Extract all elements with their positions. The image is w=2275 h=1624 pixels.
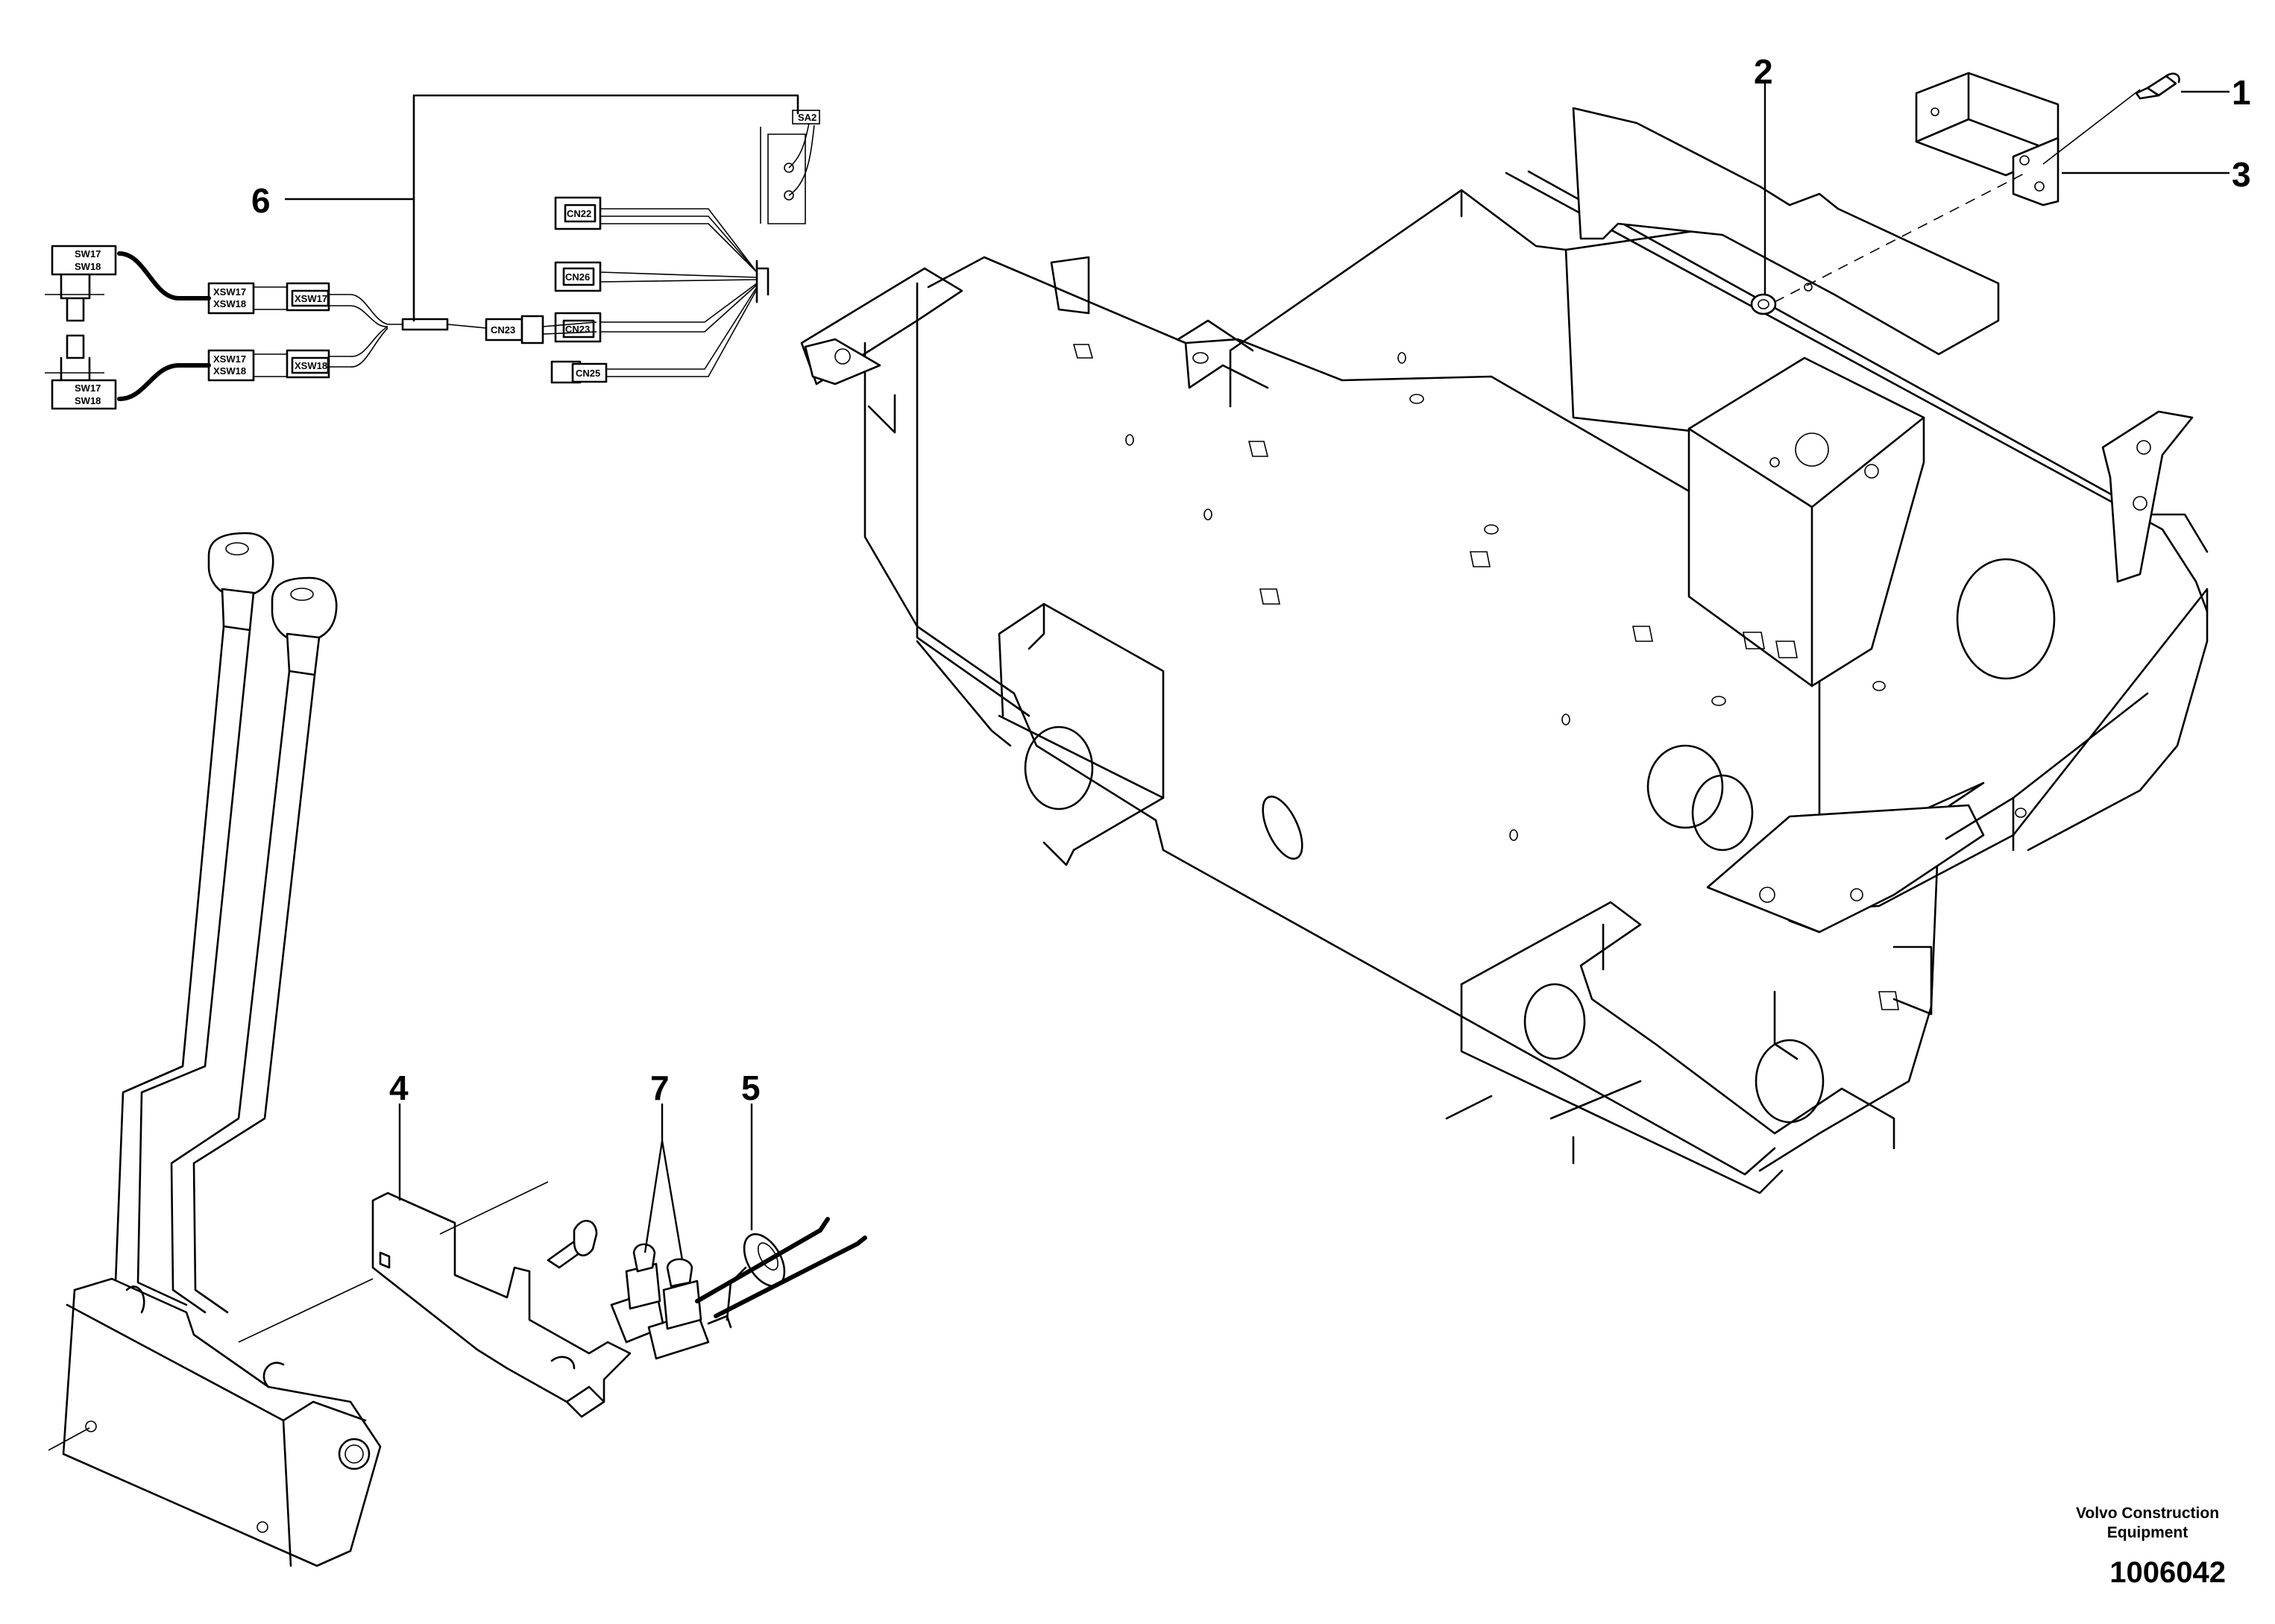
publisher-line-1: Volvo Construction (2076, 1505, 2219, 1522)
callout-numbers: 6 2 1 3 4 7 5 (251, 52, 2251, 1107)
switch-sw-lower: SW17 SW18 (45, 334, 117, 410)
wiring-harness: SA2 CN22 CN26 CN23 CN25 (45, 94, 820, 410)
bracket-plate-item-4 (371, 1192, 632, 1418)
switch-item-7-left (610, 1243, 665, 1344)
cn22-label: CN22 (567, 208, 591, 219)
connector-cn23-right: CN23 (554, 283, 758, 343)
document-number: 1006042 (2109, 1556, 2226, 1589)
relay-box (1915, 72, 2060, 207)
sw18-top-label: SW18 (75, 261, 101, 272)
callout-7: 7 (650, 1068, 670, 1107)
callout-6: 6 (251, 181, 271, 220)
connector-xsw-upper: XSW17 XSW17 XSW18 (207, 282, 350, 315)
publisher-line-2: Equipment (2107, 1524, 2189, 1541)
switch-item-7-right (647, 1258, 732, 1360)
connector-cn25: CN25 (550, 286, 758, 384)
leader-lines (285, 82, 2230, 1261)
bolt-item-1 (2135, 72, 2180, 100)
control-levers (62, 532, 382, 1567)
connector-cn22: CN22 (554, 196, 758, 273)
sa2-switch: SA2 (760, 110, 820, 224)
connector-xsw-lower: XSW18 XSW17 XSW18 (207, 349, 350, 382)
callout-4: 4 (389, 1068, 409, 1107)
bolt-item-4 (547, 1220, 598, 1269)
publisher-block: Volvo Construction Equipment 1006042 (2076, 1505, 2226, 1589)
sw17-bottom-label: SW17 (75, 383, 101, 394)
xsw18-b-label: XSW18 (213, 365, 246, 377)
callout-3: 3 (2232, 155, 2251, 194)
connector-cn23-left: CN23 (485, 315, 597, 344)
xsw18-plug-label: XSW18 (295, 360, 327, 371)
callout-1: 1 (2232, 73, 2251, 112)
xsw17-plug-label: XSW17 (295, 293, 327, 304)
sw18-bottom-label: SW18 (75, 395, 101, 406)
cn23a-label: CN23 (491, 324, 515, 336)
sa2-label: SA2 (798, 112, 816, 123)
callout-2: 2 (1754, 52, 1773, 91)
xsw18-a-label: XSW18 (213, 298, 246, 309)
machine-frame (800, 107, 2209, 1195)
nut-item-2 (1750, 283, 1813, 315)
sw17-top-label: SW17 (75, 248, 101, 259)
switch-sw-upper: SW17 SW18 (45, 245, 117, 322)
cn25-label: CN25 (576, 368, 600, 379)
xsw17-a-label: XSW17 (213, 286, 246, 298)
callout-5: 5 (741, 1068, 761, 1107)
connector-cn26: CN26 (554, 261, 758, 292)
xsw17-b-label: XSW17 (213, 353, 246, 365)
cn26-label: CN26 (565, 271, 590, 283)
